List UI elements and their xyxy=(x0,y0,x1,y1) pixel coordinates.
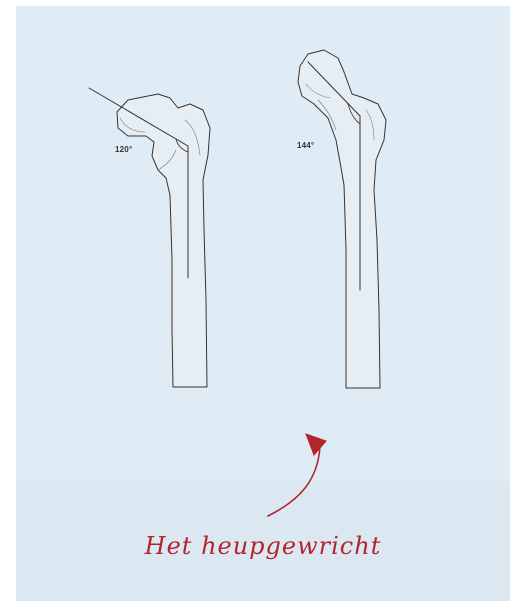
curved-arrow-icon xyxy=(268,434,326,516)
arrow-head xyxy=(306,434,326,455)
caption: Het heupgewricht xyxy=(0,532,526,560)
right-angle-label: 144° xyxy=(297,141,314,150)
left-angle-label: 120° xyxy=(115,145,132,154)
right-femur-outline xyxy=(298,50,386,388)
right-femur xyxy=(298,50,386,388)
arrow-shaft xyxy=(268,446,320,516)
left-femur-outline xyxy=(117,94,210,387)
left-femur xyxy=(89,88,210,387)
